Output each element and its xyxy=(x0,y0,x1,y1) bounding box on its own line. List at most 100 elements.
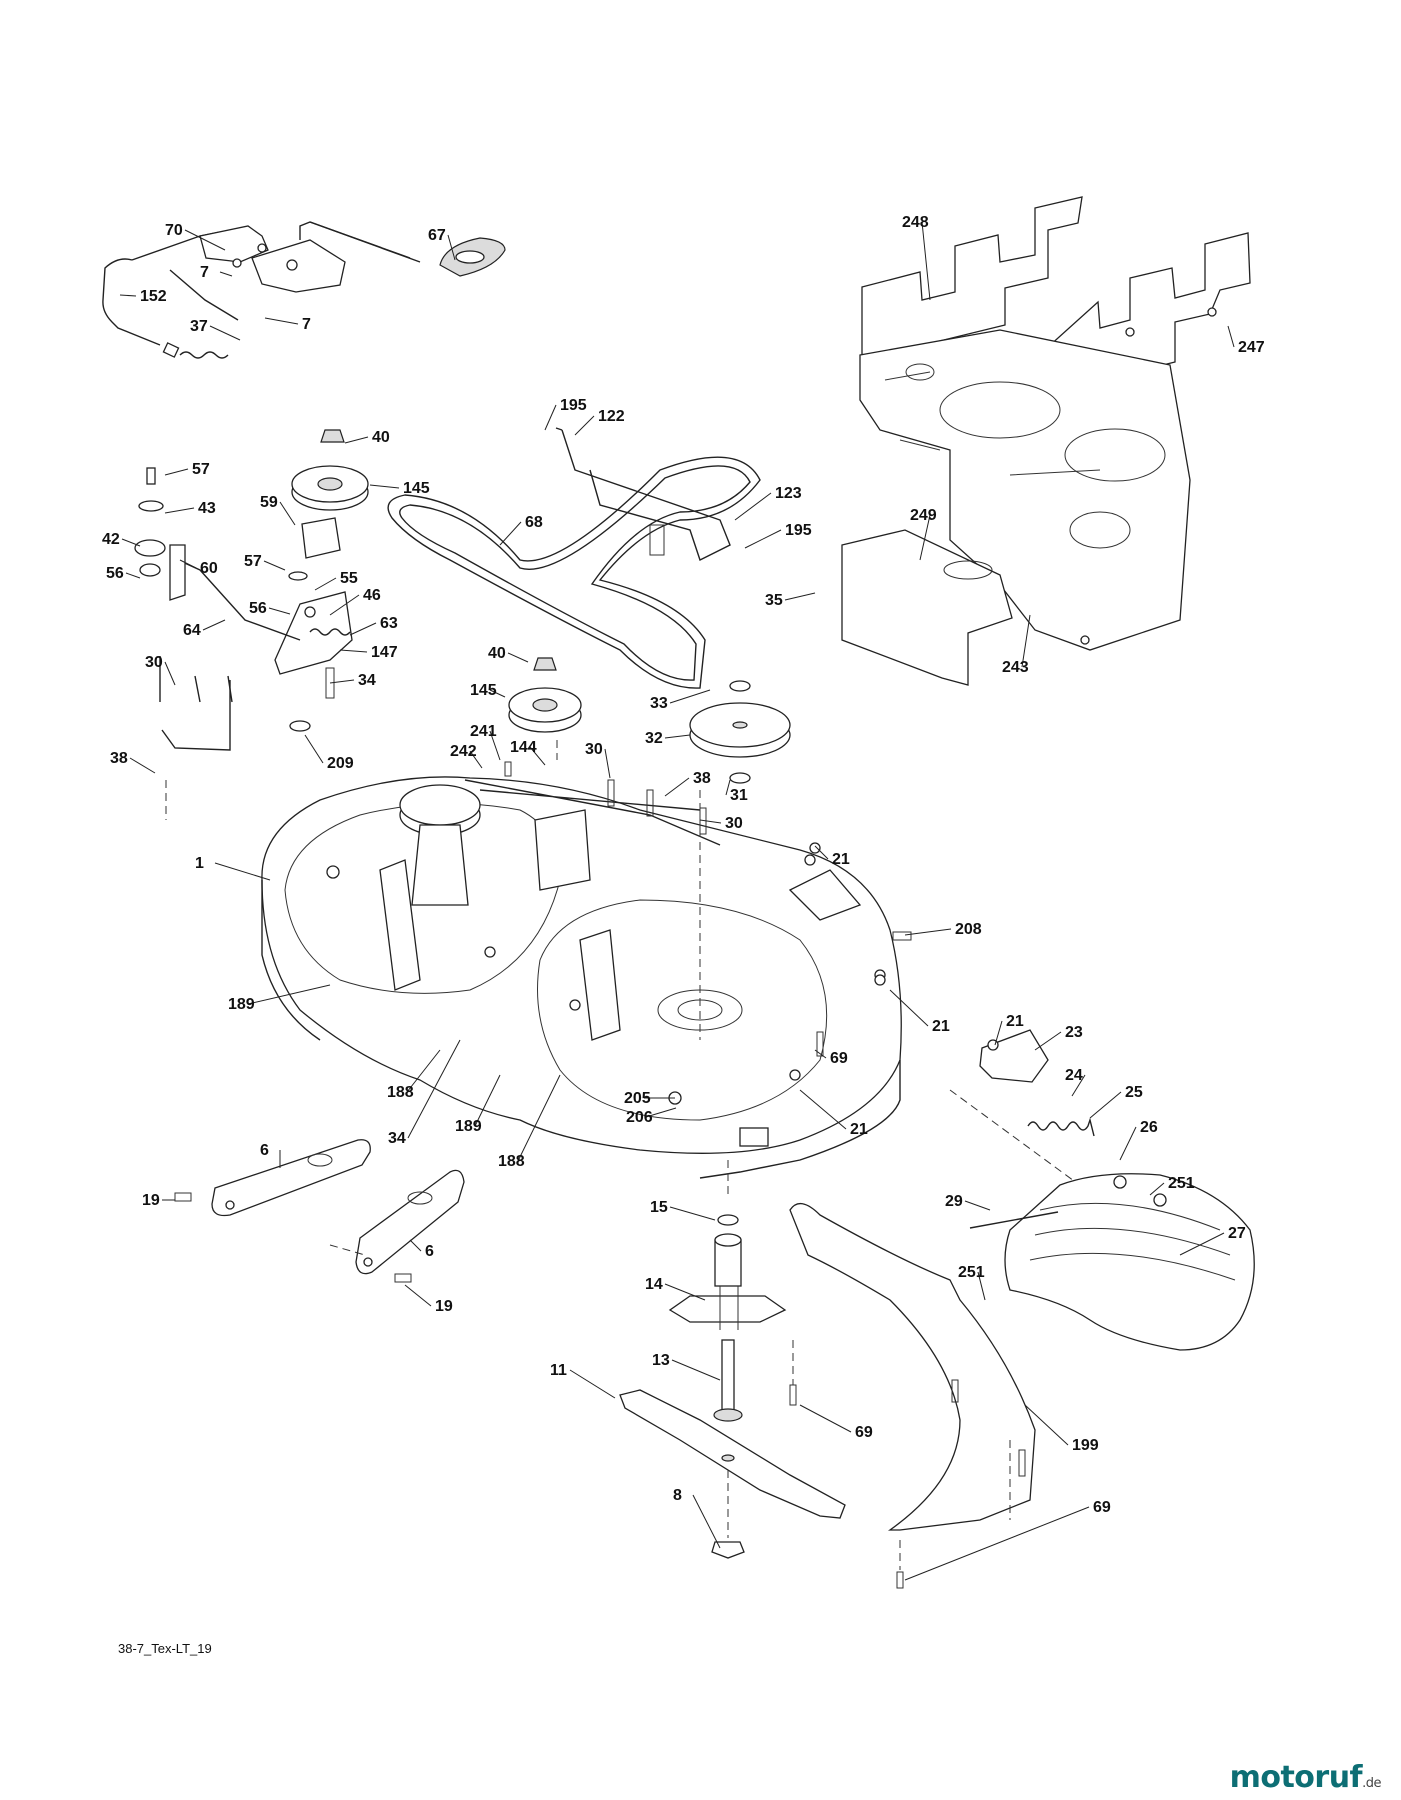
leader-line-206 xyxy=(645,1107,677,1118)
part-callout-37: 37 xyxy=(190,318,208,335)
part-callout-35: 35 xyxy=(765,592,783,609)
deck-drive-belt-68 xyxy=(387,456,761,689)
leader-line-248 xyxy=(921,221,931,301)
part-callout-29: 29 xyxy=(945,1193,963,1210)
spring-25 xyxy=(1027,1117,1095,1137)
part-callout-188: 188 xyxy=(498,1153,525,1170)
part-callout-19: 19 xyxy=(435,1298,453,1315)
leader-line-249 xyxy=(919,514,931,561)
leader-line-24 xyxy=(1071,1074,1086,1097)
leader-line-147 xyxy=(339,649,368,653)
leader-line-11 xyxy=(569,1369,616,1399)
deck-hanger-bracket-6a xyxy=(174,1139,371,1217)
leader-line-32 xyxy=(664,734,691,739)
leader-line-55 xyxy=(314,577,337,591)
bracket-23 xyxy=(949,1029,1101,1201)
leader-line-21 xyxy=(889,989,929,1027)
belt-shield-249 xyxy=(841,529,1013,686)
part-callout-209: 209 xyxy=(327,755,354,772)
part-callout-57: 57 xyxy=(244,553,262,570)
part-callout-199: 199 xyxy=(1072,1437,1099,1454)
part-callout-27: 27 xyxy=(1228,1225,1246,1242)
part-callout-55: 55 xyxy=(340,570,358,587)
part-callout-69: 69 xyxy=(830,1050,848,1067)
part-callout-1: 1 xyxy=(195,855,204,872)
part-callout-69: 69 xyxy=(855,1424,873,1441)
leader-line-6 xyxy=(409,1239,422,1252)
part-callout-189: 189 xyxy=(455,1118,482,1135)
leader-line-123 xyxy=(734,492,772,521)
leader-line-67 xyxy=(447,234,456,261)
part-callout-25: 25 xyxy=(1125,1084,1143,1101)
leader-line-243 xyxy=(1021,614,1031,668)
leader-line-37 xyxy=(209,325,241,341)
leader-line-19 xyxy=(404,1284,432,1307)
part-callout-26: 26 xyxy=(1140,1119,1158,1136)
part-callout-30: 30 xyxy=(145,654,163,671)
leader-line-199 xyxy=(1024,1404,1069,1446)
drive-pulley-32 xyxy=(689,680,791,784)
leader-line-57 xyxy=(164,468,189,476)
leader-line-30 xyxy=(164,661,176,686)
part-callout-144: 144 xyxy=(510,739,537,756)
leader-line-241 xyxy=(489,730,501,761)
idler-pulley-145 xyxy=(508,657,582,733)
leader-line-26 xyxy=(1119,1126,1137,1161)
part-callout-23: 23 xyxy=(1065,1024,1083,1041)
leader-line-23 xyxy=(1034,1031,1062,1051)
part-callout-56: 56 xyxy=(106,565,124,582)
belt-cover-248 xyxy=(861,196,1083,361)
part-callout-7: 7 xyxy=(200,264,209,281)
leader-line-27 xyxy=(1179,1232,1225,1256)
part-callout-145: 145 xyxy=(470,682,497,699)
leader-line-30 xyxy=(699,819,722,824)
leader-line-29 xyxy=(964,1200,991,1211)
part-callout-21: 21 xyxy=(832,851,850,868)
leader-line-188 xyxy=(517,1074,561,1162)
part-callout-69: 69 xyxy=(1093,1499,1111,1516)
part-callout-31: 31 xyxy=(730,787,748,804)
part-callout-30: 30 xyxy=(585,741,603,758)
part-callout-57: 57 xyxy=(192,461,210,478)
part-callout-33: 33 xyxy=(650,695,668,712)
watermark-suffix: .de xyxy=(1362,1776,1381,1791)
engagement-cable-assembly xyxy=(102,221,421,359)
part-callout-6: 6 xyxy=(425,1243,434,1260)
part-callout-38: 38 xyxy=(110,750,128,767)
part-callout-15: 15 xyxy=(650,1199,668,1216)
part-callout-251: 251 xyxy=(958,1264,985,1281)
leader-line-188 xyxy=(406,1049,441,1093)
leader-line-25 xyxy=(1089,1091,1122,1119)
part-callout-14: 14 xyxy=(645,1276,663,1293)
leader-line-69 xyxy=(814,1049,827,1059)
leader-line-21 xyxy=(814,845,829,860)
part-callout-13: 13 xyxy=(652,1352,670,1369)
part-callout-68: 68 xyxy=(525,514,543,531)
part-callout-40: 40 xyxy=(488,645,506,662)
part-callout-122: 122 xyxy=(598,408,625,425)
leader-line-21 xyxy=(799,1089,847,1130)
part-callout-123: 123 xyxy=(775,485,802,502)
leader-line-251 xyxy=(977,1271,986,1301)
deck-bolts xyxy=(504,761,912,1057)
part-callout-30: 30 xyxy=(725,815,743,832)
leader-line-34 xyxy=(329,679,355,684)
part-callout-64: 64 xyxy=(183,622,201,639)
part-callout-241: 241 xyxy=(470,723,497,740)
deflector-shield-199 xyxy=(789,1203,1036,1589)
cutting-blade-11 xyxy=(619,1389,846,1559)
part-callout-21: 21 xyxy=(850,1121,868,1138)
deck-cover-243 xyxy=(859,329,1191,651)
part-callout-189: 189 xyxy=(228,996,255,1013)
leader-line-35 xyxy=(784,592,816,601)
leader-line-69 xyxy=(799,1404,852,1433)
part-callout-195: 195 xyxy=(560,397,587,414)
leader-line-59 xyxy=(279,501,296,526)
part-callout-43: 43 xyxy=(198,500,216,517)
leader-line-70 xyxy=(184,229,226,251)
leader-line-42 xyxy=(121,538,141,547)
part-callout-63: 63 xyxy=(380,615,398,632)
leader-line-31 xyxy=(725,779,731,796)
leader-line-242 xyxy=(469,750,483,769)
